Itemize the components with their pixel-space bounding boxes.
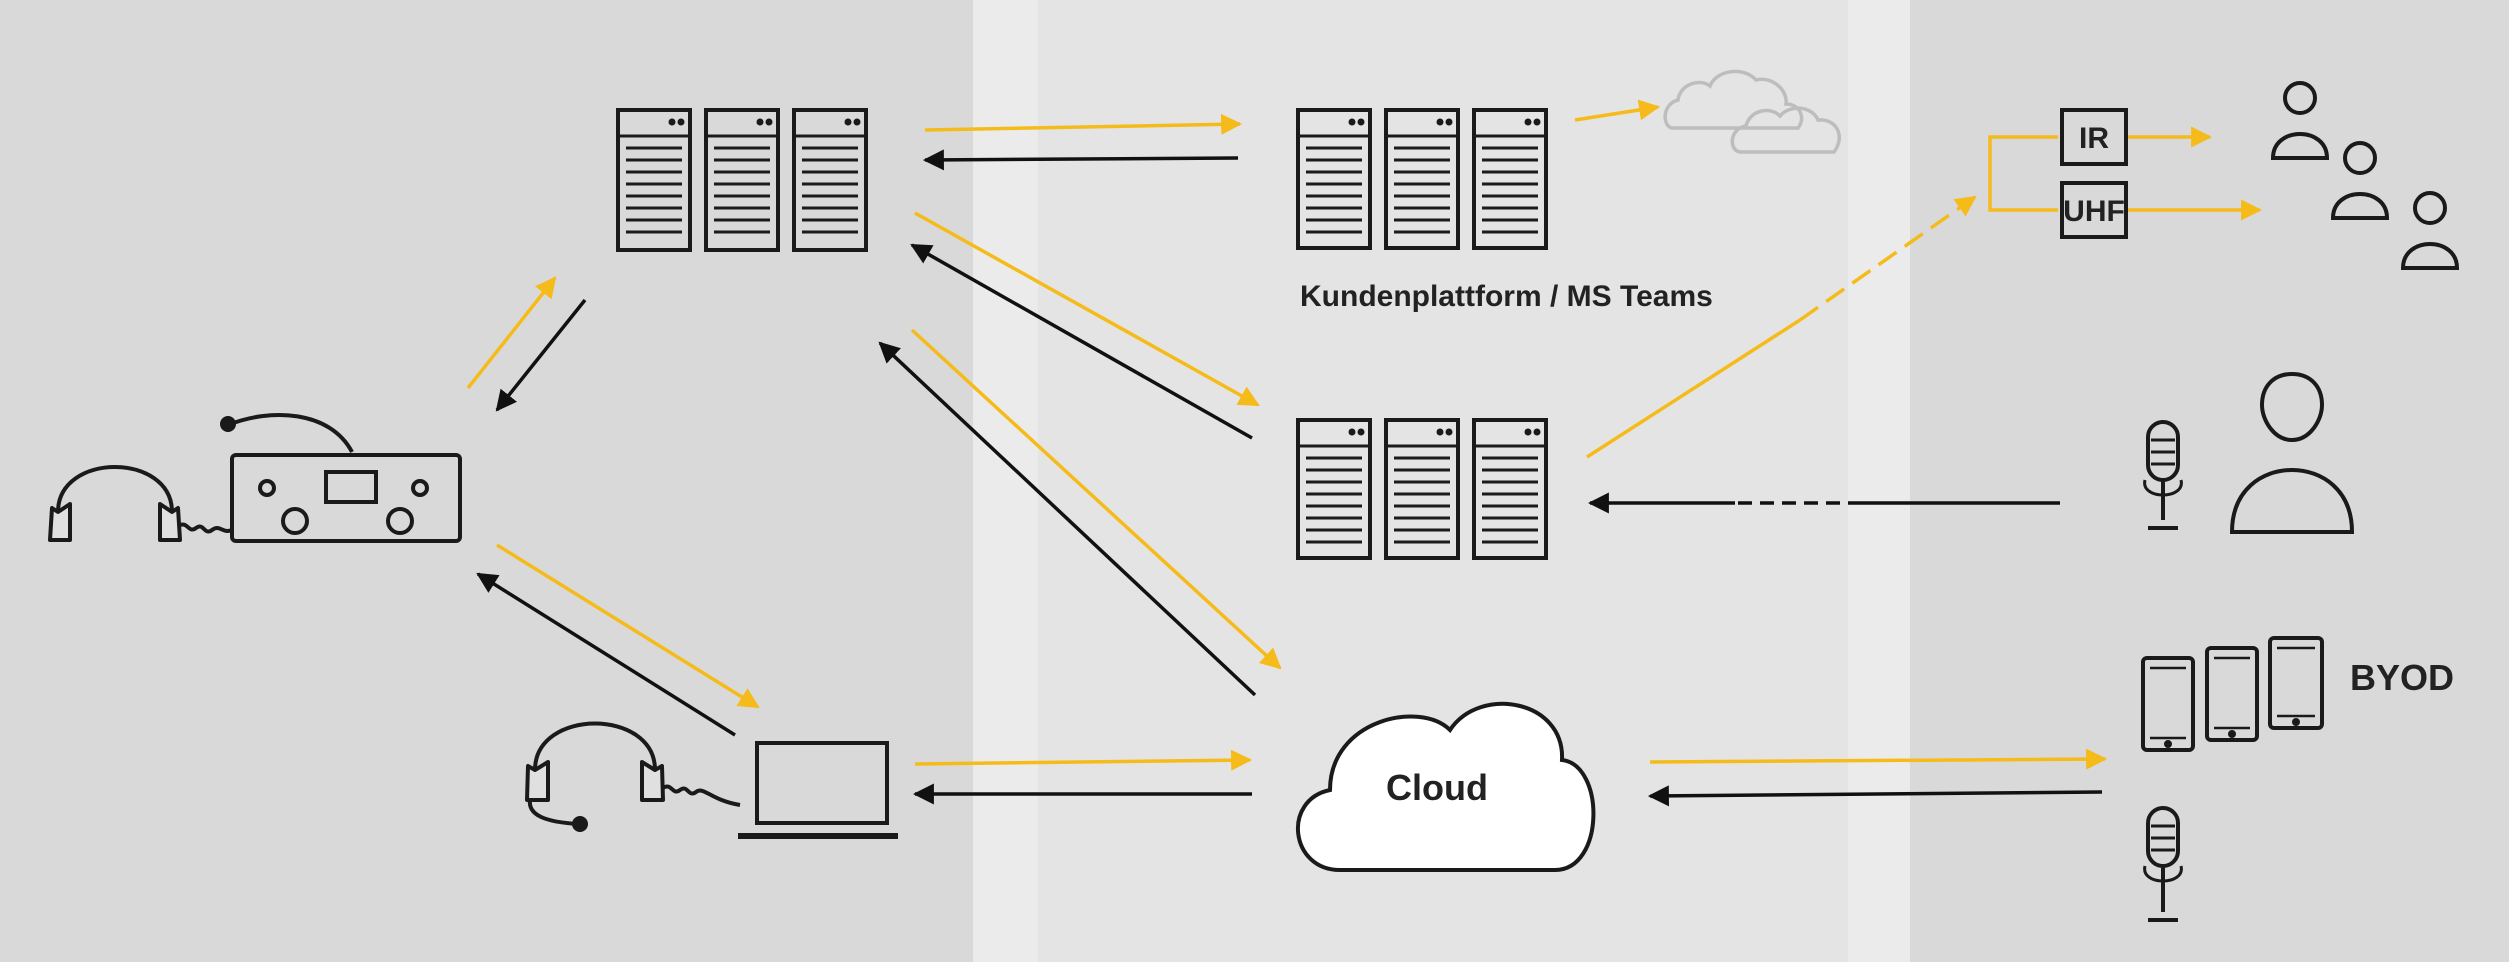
- listener-group-icon: [2270, 81, 2460, 270]
- arrow-top-to-cloud: [910, 328, 1282, 670]
- left-zone: [0, 0, 973, 962]
- server-rack-icon: [704, 108, 780, 252]
- right-zone: [1910, 0, 2509, 962]
- arrow-mid-server-to-transmitters-solid: [1586, 318, 1801, 459]
- arrow-laptop-to-cloud: [914, 749, 1253, 771]
- byod-devices: [2141, 636, 2324, 752]
- listener-person-icon: [2330, 141, 2390, 220]
- arrow-mid-server-to-top: [910, 243, 1253, 440]
- microphone-icon: [2143, 420, 2183, 530]
- laptop-icon: [738, 741, 898, 839]
- arrow-cloud-to-byod: [1649, 748, 2108, 770]
- byod-label: BYOD: [2350, 657, 2454, 698]
- speaker-person-icon: [2229, 371, 2355, 534]
- arrow-byod-to-cloud: [1647, 785, 2103, 807]
- tablet-icon: [2268, 636, 2324, 730]
- headset-icon: [525, 721, 741, 832]
- arrow-platform-to-top: [922, 149, 1239, 171]
- server-rack-icon: [792, 108, 868, 252]
- microphone-icon: [2143, 806, 2183, 922]
- external-cloud-icon: [1663, 69, 1841, 154]
- smartphone-icon: [2141, 656, 2195, 752]
- bracket-to-ir-uhf: [1988, 135, 2058, 212]
- listener-person-icon: [2400, 191, 2460, 270]
- arrow-top-to-mid-server: [914, 211, 1260, 407]
- server-rack-icon: [1296, 418, 1372, 560]
- customer-platform-label: Kundenplattform / MS Teams: [1300, 280, 1713, 313]
- headphones-icon: [48, 465, 233, 542]
- server-rack-icon: [1384, 108, 1460, 250]
- arrow-top-to-console: [495, 298, 587, 412]
- server-rack-icon: [1472, 108, 1548, 250]
- zone-separator-right: [1848, 0, 1910, 962]
- uhf-transmitter-icon: UHF: [2060, 181, 2128, 239]
- arrow-console-to-top: [466, 276, 557, 390]
- server-rack-icon: [616, 108, 692, 252]
- arrow-console-to-laptop: [496, 543, 760, 709]
- arrow-laptop-to-console: [476, 572, 736, 737]
- arrow-mid-server-to-transmitters-dashed: [1798, 195, 1977, 322]
- server-rack-top: [616, 108, 868, 252]
- arrow-cloud-to-top: [878, 341, 1257, 697]
- cloud-icon: Cloud: [1296, 701, 1596, 872]
- interpreter-console-icon: [220, 413, 462, 543]
- ir-transmitter-icon: IR: [2060, 108, 2128, 166]
- arrow-top-to-platform: [924, 113, 1243, 135]
- ir-label: IR: [2079, 122, 2109, 155]
- server-rack-icon: [1384, 418, 1460, 560]
- cloud-label: Cloud: [1386, 767, 1488, 808]
- arrow-platform-to-external-cloud: [1574, 99, 1661, 122]
- arrows: [466, 99, 2263, 807]
- listener-person-icon: [2270, 81, 2330, 160]
- server-rack-icon: [1472, 418, 1548, 560]
- uhf-label: UHF: [2063, 195, 2125, 228]
- smartphone-icon: [2205, 646, 2259, 742]
- server-rack-platform: [1296, 108, 1548, 250]
- server-rack-middle: [1296, 418, 1548, 560]
- server-rack-icon: [1296, 108, 1372, 250]
